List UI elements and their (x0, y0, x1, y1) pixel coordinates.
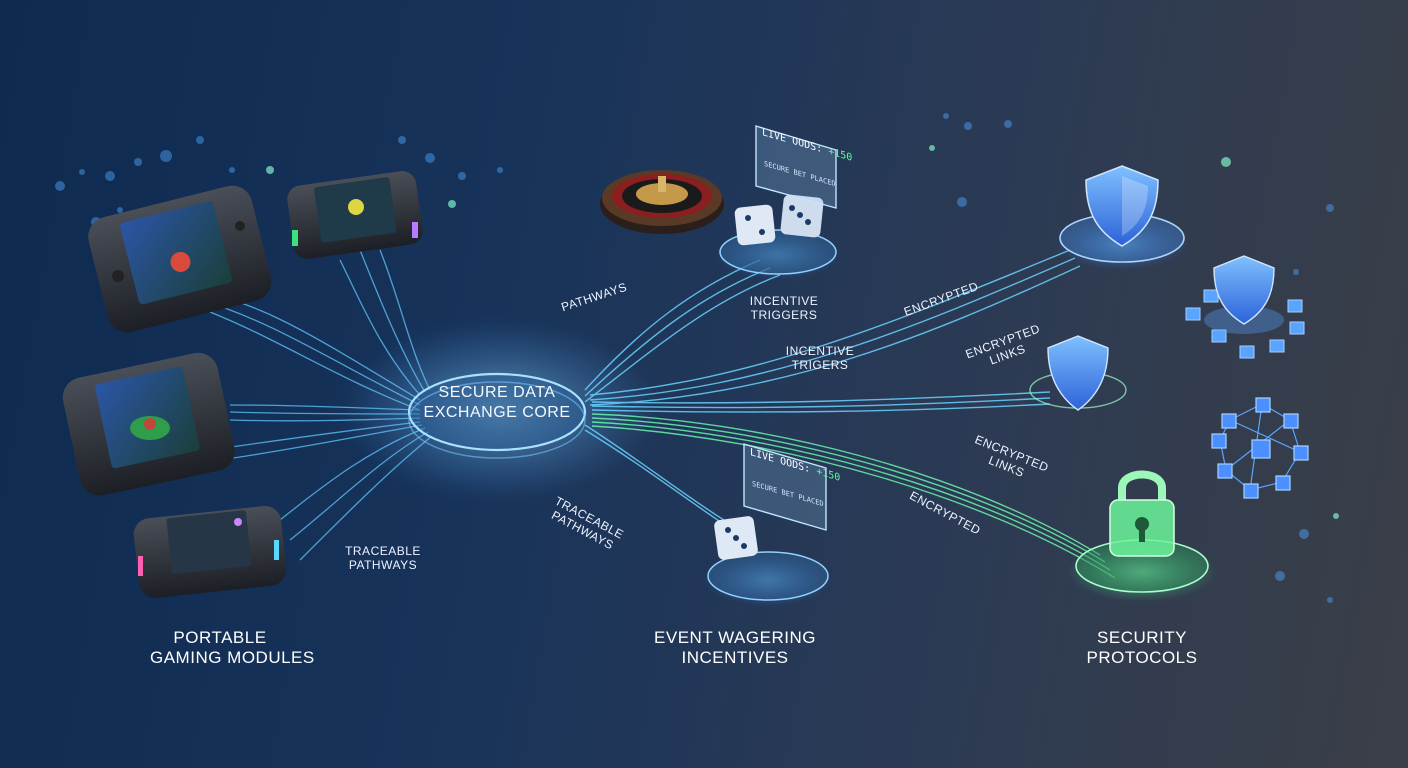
group-center-line2: INCENTIVES (681, 648, 789, 667)
label-security-protocols: SECURITY PROTOCOLS (1082, 628, 1202, 668)
label-portable-gaming-modules: PORTABLE GAMING MODULES (150, 628, 314, 668)
group-left-line2: GAMING MODULES (150, 648, 315, 667)
shield-ring-middle (1029, 335, 1127, 411)
flow-label-incentive-triggers-top: INCENTIVE TRIGGERS (749, 294, 819, 322)
core-line1: SECURE DATA (438, 384, 556, 401)
label-event-wagering-incentives: EVENT WAGERING INCENTIVES (640, 628, 830, 668)
group-right-line1: SECURITY (1097, 628, 1187, 647)
handheld-console-1 (88, 185, 272, 333)
network-cluster (1211, 397, 1309, 499)
handheld-console-3 (62, 352, 235, 496)
lock-platform (1066, 470, 1218, 602)
flow-label-traceable-pathways-left: TRACEABLE PATHWAYS (345, 544, 421, 572)
group-left-line1: PORTABLE (173, 628, 267, 647)
group-center-line1: EVENT WAGERING (654, 628, 816, 647)
group-right-line2: PROTOCOLS (1086, 648, 1198, 667)
roulette-wheel (600, 170, 724, 234)
odds-screen-bottom (743, 443, 827, 531)
core-label: SECURE DATA EXCHANGE CORE (412, 383, 582, 423)
shield-network-node (1185, 255, 1305, 359)
shield-platform-top (1056, 165, 1188, 270)
exchange-core-ring (407, 372, 587, 459)
handheld-console-4 (133, 506, 287, 598)
core-line2: EXCHANGE CORE (423, 404, 571, 421)
flow-label-incentive-trigers-mid: INCENTIVE TRIGERS (785, 344, 855, 372)
handheld-console-2 (287, 171, 423, 259)
streams-right (584, 249, 1116, 579)
dice-platform-top (716, 194, 840, 279)
odds-screen-top (755, 125, 837, 209)
dice-platform-bottom (704, 516, 832, 606)
